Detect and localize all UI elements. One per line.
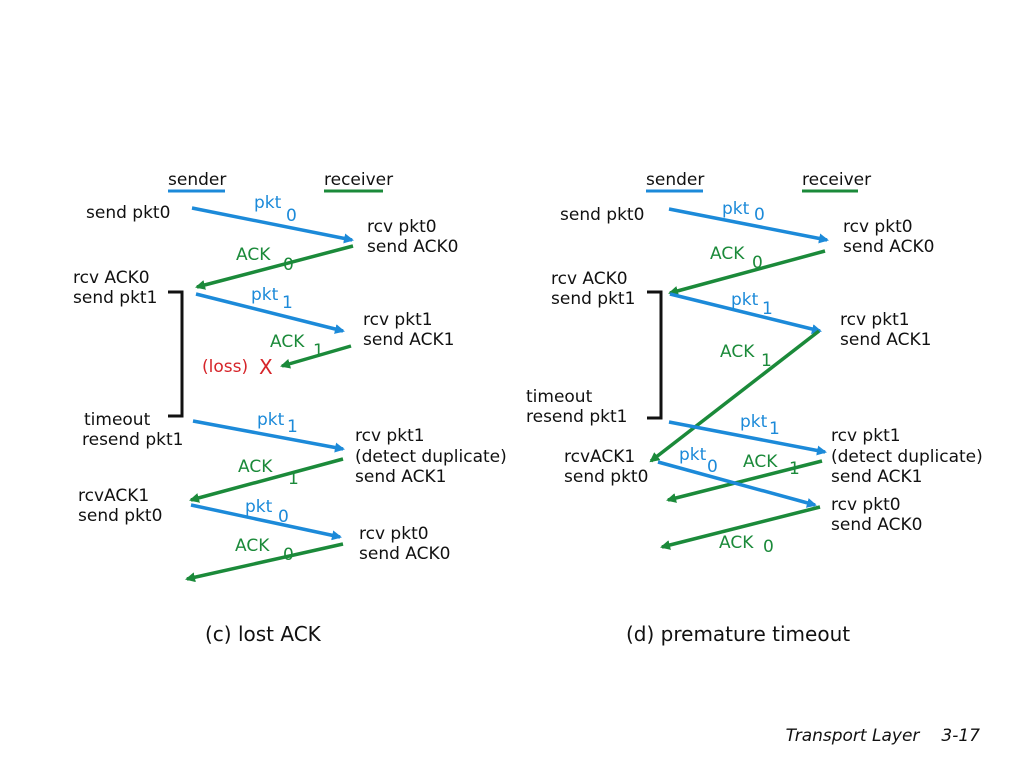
arrow-pkt0-again	[657, 460, 817, 508]
sender-timeout: timeout	[84, 410, 151, 430]
panel-premature-timeout: sender receiver send pkt0 rcv ACK0 send …	[526, 170, 983, 646]
arrow-ack1-lost	[280, 344, 352, 369]
arrow-pkt0	[668, 207, 829, 244]
panel-lost-ack: sender receiver send pkt0 rcv ACK0 send …	[73, 170, 507, 646]
label-pkt: pkt	[254, 193, 282, 213]
receiver-rcv-pkt1-again: rcv pkt1	[831, 426, 901, 446]
arrow-pkt1	[195, 292, 345, 334]
label-ack: ACK	[743, 452, 778, 472]
label-ack: ACK	[720, 342, 755, 362]
sender-send-pkt0-again: send pkt0	[564, 467, 648, 487]
sender-heading: sender	[168, 170, 226, 190]
receiver-send-ack1-again: send ACK1	[355, 467, 446, 487]
sender-rcvack1: rcvACK1	[78, 486, 149, 506]
label-ack: ACK	[238, 457, 273, 477]
receiver-send-ack1: send ACK1	[840, 330, 931, 350]
label-ack: ACK	[235, 536, 270, 556]
receiver-send-ack1-again: send ACK1	[831, 467, 922, 487]
sender-resend-pkt1: resend pkt1	[82, 430, 183, 450]
label-pkt: pkt	[740, 412, 768, 432]
sender-resend-pkt1: resend pkt1	[526, 407, 627, 427]
label-seq: 1	[288, 469, 299, 489]
footer-page-number: 3-17	[941, 726, 980, 746]
sender-send-pkt0: send pkt0	[86, 203, 170, 223]
sender-rcvack1: rcvACK1	[564, 447, 635, 467]
arrow-ack0	[668, 249, 826, 296]
label-seq: 0	[278, 507, 289, 527]
receiver-send-ack1: send ACK1	[363, 330, 454, 350]
label-seq: 1	[282, 293, 293, 313]
receiver-send-ack0-again: send ACK0	[359, 544, 450, 564]
label-ack: ACK	[710, 244, 745, 264]
label-seq: 0	[754, 205, 765, 225]
loss-x-mark: X	[259, 355, 273, 379]
slide-footer: Transport Layer 3-17	[764, 726, 980, 746]
receiver-rcv-pkt1-again: rcv pkt1	[355, 426, 425, 446]
label-seq: 0	[286, 206, 297, 226]
arrow-ack1-delayed	[649, 329, 821, 463]
timeout-bracket	[647, 290, 663, 420]
sender-rcv-ack0: rcv ACK0	[73, 268, 150, 288]
receiver-rcv-pkt0: rcv pkt0	[843, 217, 913, 237]
arrow-ack0-again	[185, 542, 344, 583]
arrow-ack0	[195, 244, 354, 290]
sender-rcv-ack0: rcv ACK0	[551, 269, 628, 289]
label-pkt: pkt	[722, 199, 750, 219]
sender-send-pkt0-again: send pkt0	[78, 506, 162, 526]
label-seq: 1	[762, 299, 773, 319]
label-pkt: pkt	[257, 410, 285, 430]
sender-send-pkt1: send pkt1	[73, 288, 157, 308]
label-pkt: pkt	[245, 497, 273, 517]
sender-send-pkt1: send pkt1	[551, 289, 635, 309]
receiver-rcv-pkt1: rcv pkt1	[363, 310, 433, 330]
label-pkt: pkt	[731, 290, 759, 310]
receiver-rcv-pkt0-again: rcv pkt0	[831, 495, 901, 515]
timeout-bracket	[168, 290, 184, 418]
label-seq: 1	[769, 419, 780, 439]
caption-lost-ack: (c) lost ACK	[205, 622, 322, 646]
label-pkt: pkt	[251, 285, 279, 305]
receiver-send-ack0-again: send ACK0	[831, 515, 922, 535]
receiver-rcv-pkt1: rcv pkt1	[840, 310, 910, 330]
label-seq: 0	[752, 253, 763, 273]
loss-label: (loss)	[202, 357, 248, 377]
label-ack: ACK	[719, 533, 754, 553]
arrow-pkt0-again	[190, 503, 342, 541]
label-seq: 1	[313, 341, 324, 361]
label-seq: 1	[287, 417, 298, 437]
arrow-ack1	[189, 457, 344, 503]
label-ack: ACK	[270, 332, 305, 352]
receiver-send-ack0: send ACK0	[843, 237, 934, 257]
sender-timeout: timeout	[526, 387, 593, 407]
receiver-detect-duplicate: (detect duplicate)	[355, 447, 507, 467]
receiver-heading: receiver	[802, 170, 871, 190]
receiver-rcv-pkt0-again: rcv pkt0	[359, 524, 429, 544]
receiver-send-ack0: send ACK0	[367, 237, 458, 257]
label-seq: 1	[761, 351, 772, 371]
footer-title: Transport Layer	[785, 726, 920, 746]
receiver-rcv-pkt0: rcv pkt0	[367, 217, 437, 237]
sender-heading: sender	[646, 170, 704, 190]
label-ack: ACK	[236, 245, 271, 265]
sender-send-pkt0: send pkt0	[560, 205, 644, 225]
label-seq: 0	[707, 457, 718, 477]
arrow-pkt1-resent	[192, 419, 345, 453]
receiver-heading: receiver	[324, 170, 393, 190]
label-seq: 0	[763, 537, 774, 557]
caption-premature-timeout: (d) premature timeout	[626, 622, 850, 646]
receiver-detect-duplicate: (detect duplicate)	[831, 447, 983, 467]
arrow-pkt1	[669, 292, 822, 334]
arrow-pkt0	[191, 206, 354, 244]
arrow-ack1	[666, 459, 823, 503]
arrow-ack0-again	[660, 505, 821, 550]
arrow-pkt1-resent	[668, 420, 827, 456]
label-pkt: pkt	[679, 445, 707, 465]
label-seq: 0	[283, 545, 294, 565]
label-seq: 0	[283, 255, 294, 275]
label-seq: 1	[789, 459, 800, 479]
